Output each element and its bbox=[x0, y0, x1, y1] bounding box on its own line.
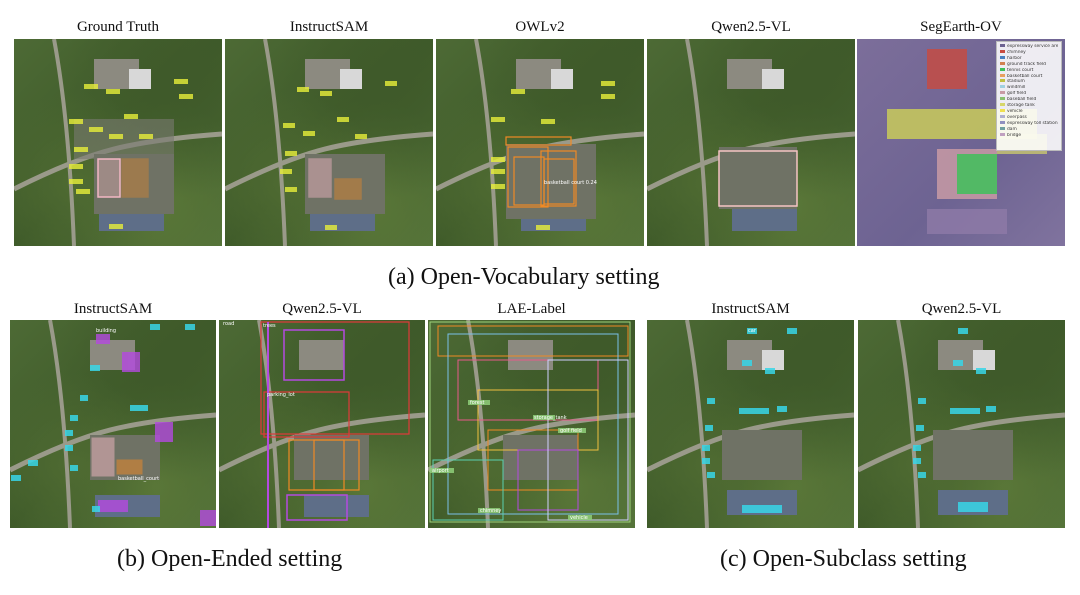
legend-swatch bbox=[1000, 61, 1005, 65]
legend-label: windmill bbox=[1007, 85, 1026, 91]
legend-swatch bbox=[1000, 108, 1005, 112]
legend-item: basketball court bbox=[1000, 73, 1058, 80]
legend-label: chimney bbox=[1007, 49, 1026, 55]
row-c-title-qwen: Qwen2.5-VL bbox=[921, 301, 1002, 317]
label-airport: airport bbox=[432, 468, 449, 474]
label-car: car bbox=[748, 328, 757, 334]
legend-label: dam bbox=[1007, 126, 1017, 132]
label-chimney: chimney bbox=[480, 508, 501, 514]
legend-label: stadium bbox=[1007, 79, 1025, 85]
row-b-title-instructsam: InstructSAM bbox=[73, 301, 153, 317]
label-basketball-court: basketball_court bbox=[118, 476, 159, 482]
legend-label: storage tank bbox=[1007, 103, 1035, 109]
aerial-scene bbox=[647, 39, 855, 246]
aerial-scene: car bbox=[647, 320, 854, 528]
legend-label: expressway toll station bbox=[1007, 120, 1058, 126]
legend-item: vehicle bbox=[1000, 108, 1058, 115]
aerial-scene bbox=[14, 39, 222, 246]
legend-item: golf field bbox=[1000, 91, 1058, 97]
aerial-scene bbox=[858, 320, 1065, 528]
legend-swatch bbox=[1000, 44, 1005, 47]
legend-swatch bbox=[1000, 97, 1005, 101]
legend-label: baseball field bbox=[1007, 97, 1037, 103]
legend-swatch bbox=[1000, 73, 1005, 77]
aerial-scene: forest storage_tank golf field airport c… bbox=[428, 320, 635, 528]
legend-item: ground track field bbox=[1000, 61, 1058, 68]
row-a-title-ground-truth: Ground Truth bbox=[76, 19, 160, 35]
label-road: road bbox=[223, 321, 234, 327]
aerial-scene: basketball court 0.24 bbox=[436, 39, 644, 246]
owl-score-label: basketball court 0.24 bbox=[544, 180, 597, 186]
legend-label: basketball court bbox=[1007, 73, 1043, 79]
row-a-title-instructsam: InstructSAM bbox=[289, 19, 369, 35]
row-a-title-owlv2: OWLv2 bbox=[515, 19, 565, 35]
aerial-scene: road trees parking_lot bbox=[219, 320, 425, 528]
legend-item: stadium bbox=[1000, 79, 1058, 85]
legend-label: bridge bbox=[1007, 132, 1022, 138]
row-a-panel-owlv2: basketball court 0.24 bbox=[436, 39, 644, 246]
label-forest: forest bbox=[470, 400, 484, 406]
legend-item: storage tank bbox=[1000, 103, 1058, 109]
legend-label: tennis court bbox=[1007, 67, 1034, 73]
row-a-panel-ground-truth bbox=[14, 39, 222, 246]
legend-item: expressway toll station bbox=[1000, 120, 1058, 127]
legend-item: baseball field bbox=[1000, 97, 1058, 103]
legend-item: bridge bbox=[1000, 132, 1058, 139]
row-b-caption: (b) Open-Ended setting bbox=[117, 546, 343, 572]
row-a-panel-instructsam bbox=[225, 39, 433, 246]
row-c-caption: (c) Open-Subclass setting bbox=[720, 546, 967, 572]
label-storage-tank: storage_tank bbox=[534, 415, 567, 421]
label-parking-lot: parking_lot bbox=[267, 392, 295, 398]
legend-item: windmill bbox=[1000, 85, 1058, 91]
legend-swatch bbox=[1000, 91, 1005, 95]
legend-label: harbor bbox=[1007, 55, 1022, 61]
legend-swatch bbox=[1000, 126, 1005, 130]
row-b-title-lae-label: LAE-Label bbox=[497, 301, 566, 317]
row-c-title-instructsam: InstructSAM bbox=[711, 301, 790, 317]
label-building: building bbox=[96, 328, 116, 334]
legend-swatch bbox=[1000, 55, 1005, 59]
legend-swatch bbox=[1000, 79, 1005, 83]
row-b-title-qwen: Qwen2.5-VL bbox=[282, 301, 362, 317]
row-b-panel-qwen: road trees parking_lot bbox=[219, 320, 425, 528]
label-golf-field: golf field bbox=[560, 428, 582, 434]
row-b-panel-lae-label: forest storage_tank golf field airport c… bbox=[428, 320, 635, 528]
row-a-caption: (a) Open-Vocabulary setting bbox=[388, 264, 660, 290]
legend-swatch bbox=[1000, 132, 1005, 136]
row-b-panel-instructsam: building basketball_court bbox=[10, 320, 216, 528]
row-a-title-segearth: SegEarth-OV bbox=[920, 19, 1002, 35]
legend-item: harbor bbox=[1000, 55, 1058, 62]
legend-swatch bbox=[1000, 120, 1005, 124]
legend-swatch bbox=[1000, 67, 1005, 71]
legend-label: golf field bbox=[1007, 91, 1027, 97]
row-c-panel-instructsam: car bbox=[647, 320, 854, 528]
legend-label: vehicle bbox=[1007, 108, 1023, 114]
row-a-title-qwen: Qwen2.5-VL bbox=[711, 19, 791, 35]
row-c-panel-qwen bbox=[858, 320, 1065, 528]
legend-swatch bbox=[1000, 114, 1005, 118]
legend-item: chimney bbox=[1000, 49, 1058, 56]
legend-label: expressway service area bbox=[1007, 44, 1058, 49]
aerial-scene: building basketball_court bbox=[10, 320, 216, 528]
legend-label: overpass bbox=[1007, 114, 1027, 120]
legend-swatch bbox=[1000, 103, 1005, 107]
legend-item: tennis court bbox=[1000, 67, 1058, 74]
legend-swatch bbox=[1000, 85, 1005, 89]
legend-item: expressway service area bbox=[1000, 44, 1058, 50]
legend-item: overpass bbox=[1000, 114, 1058, 121]
row-a-panel-qwen bbox=[647, 39, 855, 246]
legend-swatch bbox=[1000, 49, 1005, 53]
label-trees: trees bbox=[263, 323, 276, 329]
aerial-scene bbox=[225, 39, 433, 246]
legend-label: ground track field bbox=[1007, 61, 1046, 67]
legend-item: dam bbox=[1000, 126, 1058, 133]
label-vehicle: vehicle bbox=[570, 515, 588, 521]
